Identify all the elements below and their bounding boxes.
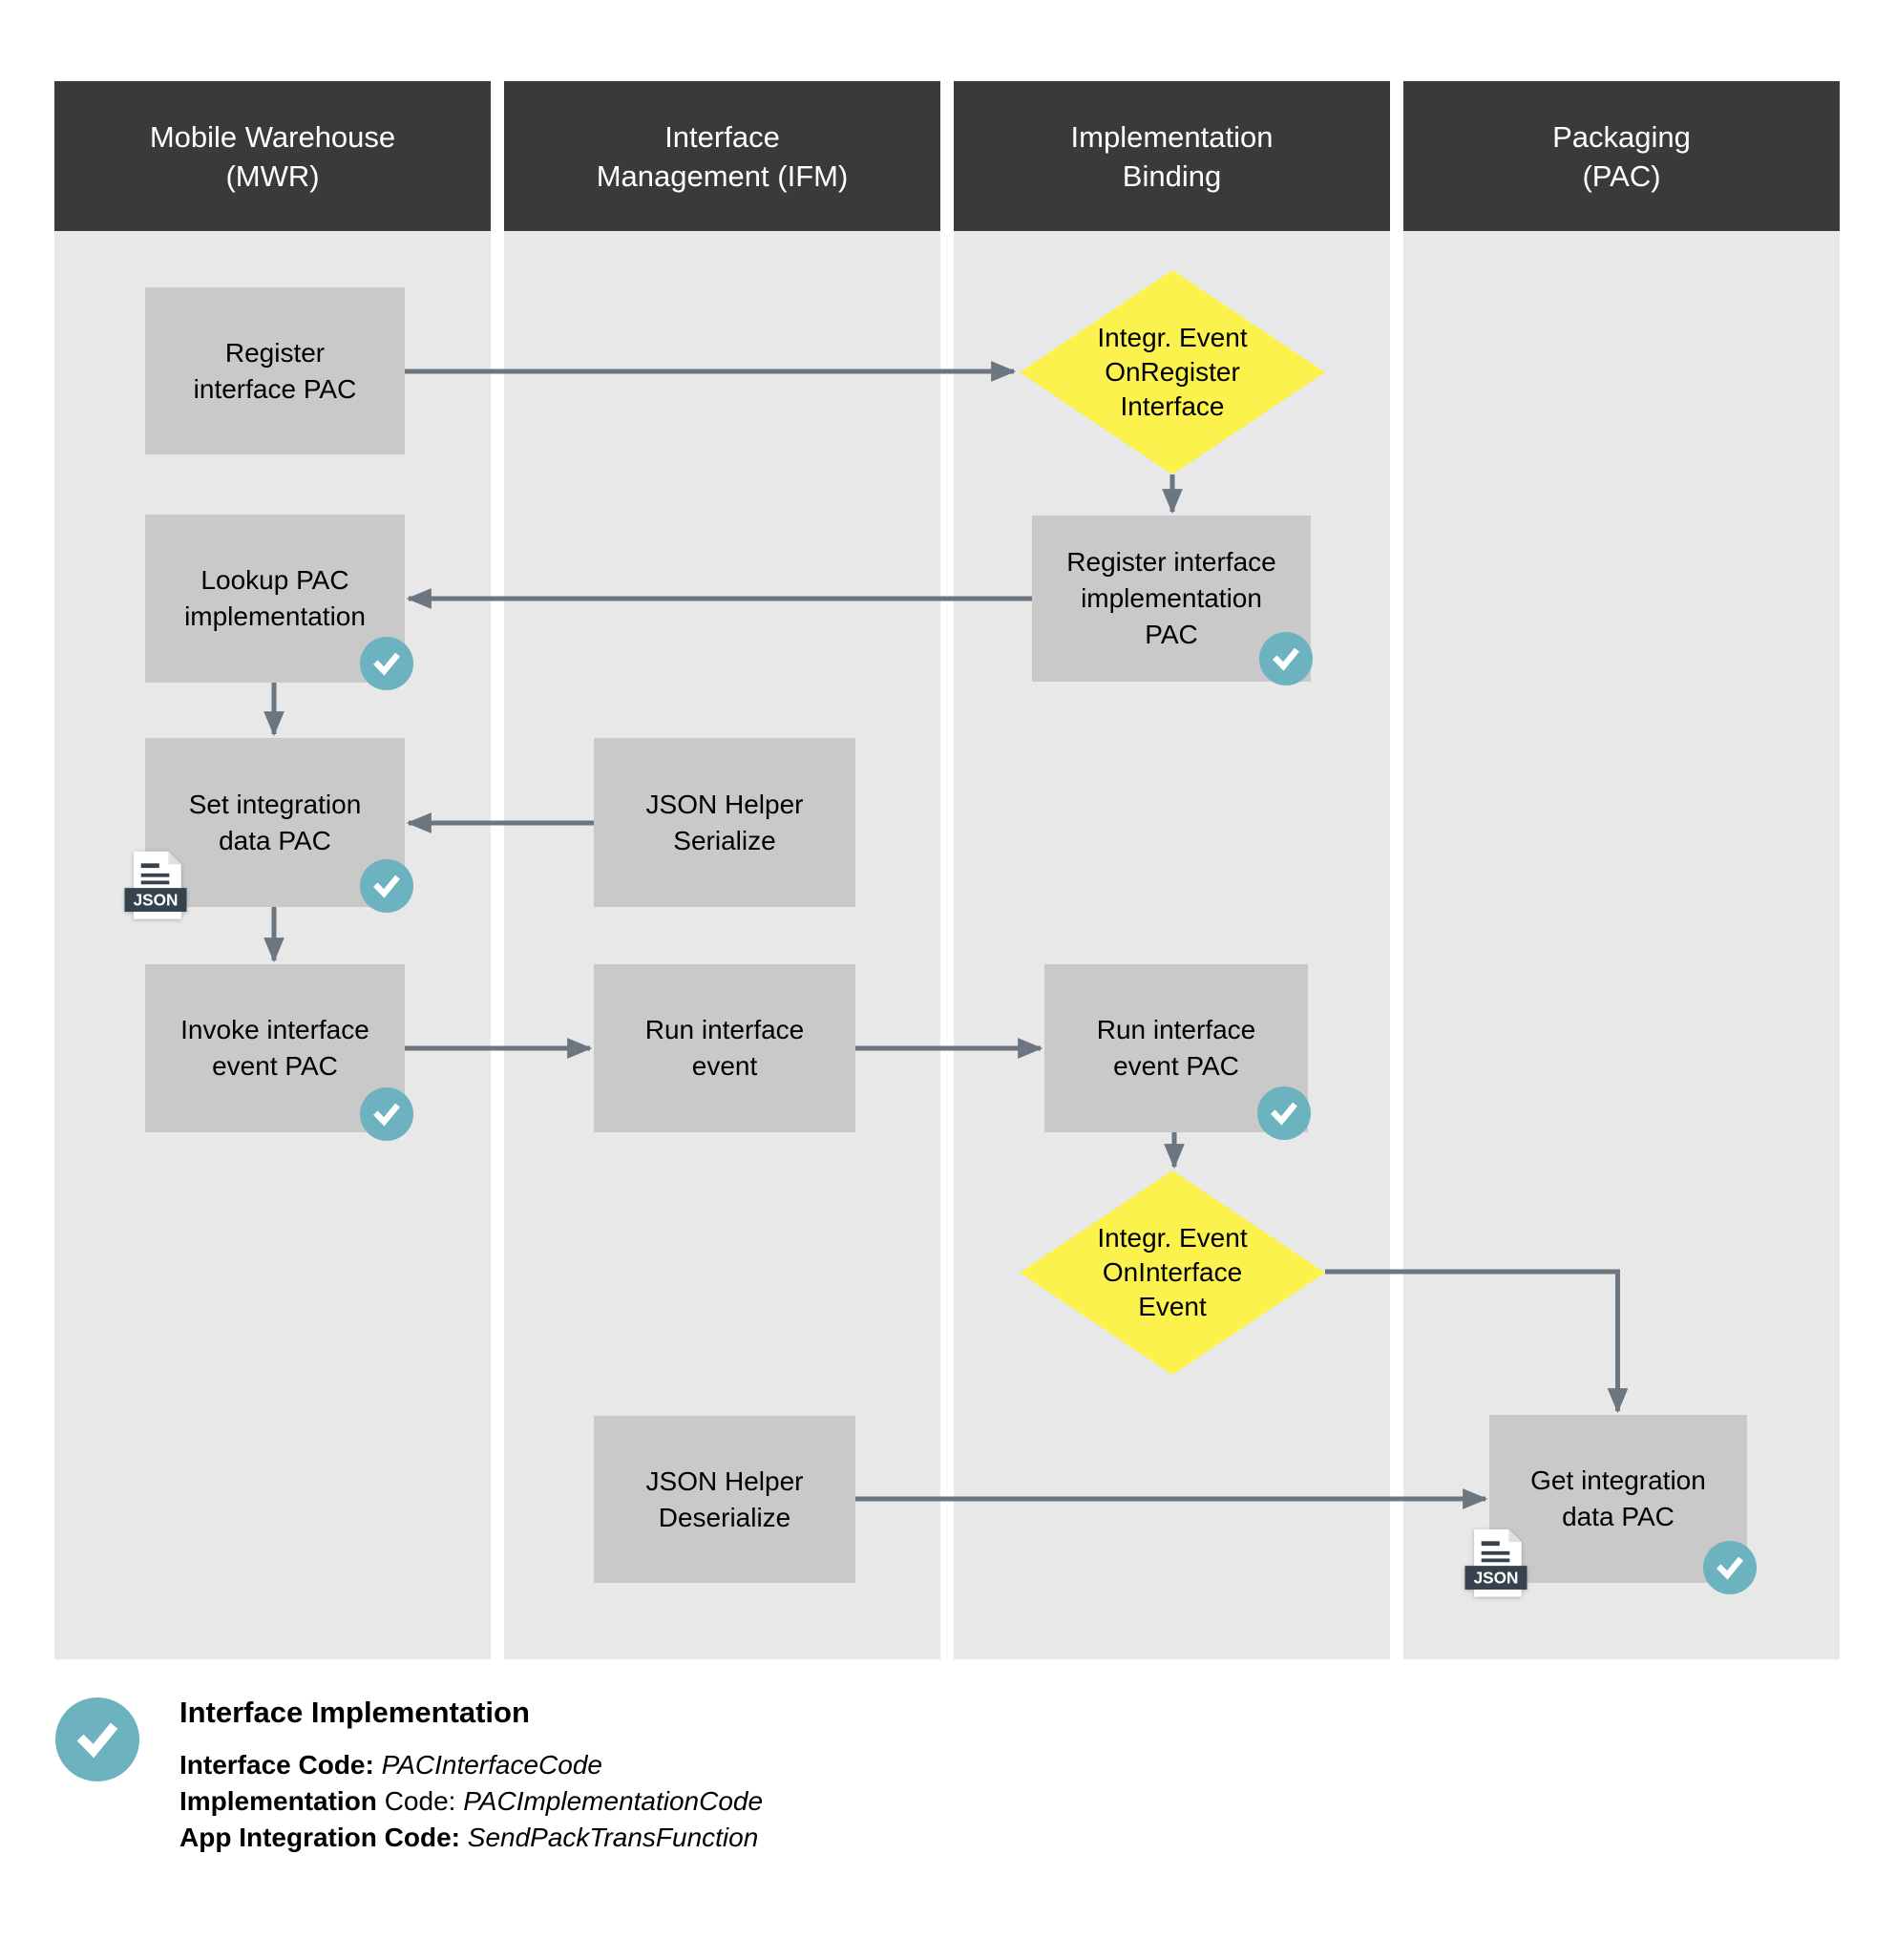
legend-value: PACInterfaceCode — [381, 1750, 602, 1780]
step-label: PAC — [1145, 620, 1198, 649]
step-label: Get integration — [1530, 1465, 1706, 1495]
step-label: Run interface — [1096, 1015, 1256, 1044]
lane-header-ifm: Interface Management (IFM) — [504, 81, 940, 231]
legend-label: Code: — [376, 1786, 464, 1816]
step-label: Serialize — [673, 825, 776, 855]
step-label: Set integration — [188, 789, 362, 819]
json-icon-label: JSON — [1474, 1568, 1519, 1587]
event-label: OnInterface — [1102, 1257, 1243, 1287]
legend-row-app-integration-code: App Integration Code: SendPackTransFunct… — [179, 1820, 763, 1856]
lane-header-line: Mobile Warehouse — [149, 119, 396, 154]
lane-header-line: (MWR) — [225, 158, 320, 193]
step-label: data PAC — [219, 825, 331, 855]
event-label: Event — [1138, 1292, 1207, 1321]
legend-title: Interface Implementation — [179, 1696, 530, 1729]
check-icon — [373, 875, 400, 898]
lane-header-line: Implementation — [1070, 119, 1274, 154]
check-icon — [1271, 1102, 1297, 1126]
step-label: event PAC — [1113, 1051, 1239, 1081]
check-badge — [1257, 1086, 1311, 1140]
step-get-integration-data-pac: Get integration data PAC — [1489, 1415, 1747, 1583]
event-label: Integr. Event — [1097, 1223, 1248, 1253]
step-label: Run interface — [644, 1015, 805, 1044]
step-lookup-pac-implementation: Lookup PAC implementation — [145, 515, 405, 683]
step-label: implementation — [1081, 583, 1262, 613]
event-label: Interface — [1120, 391, 1225, 421]
lane-header-mwr: Mobile Warehouse (MWR) — [54, 81, 491, 231]
step-label: interface PAC — [193, 373, 357, 404]
step-label: data PAC — [1562, 1502, 1675, 1531]
check-badge — [1703, 1541, 1757, 1594]
legend-row-interface-code: Interface Code: PACInterfaceCode — [179, 1747, 763, 1783]
step-label: implementation — [184, 601, 366, 631]
legend-row-implementation-code: Implementation Code: PACImplementationCo… — [179, 1783, 763, 1820]
lane-header-pac: Packaging (PAC) — [1403, 81, 1840, 231]
lane-header-implementation-binding: Implementation Binding — [954, 81, 1390, 231]
step-label: Invoke interface — [180, 1015, 369, 1044]
check-badge — [1259, 632, 1313, 685]
step-label: JSON Helper — [645, 1465, 804, 1496]
check-icon — [373, 1103, 400, 1127]
legend-label: App Integration Code: — [179, 1823, 468, 1852]
lane-header-line: (PAC) — [1582, 158, 1661, 193]
step-run-interface-event: Run interface event — [594, 964, 855, 1132]
check-badge — [360, 637, 413, 690]
legend-check-badge — [55, 1697, 139, 1781]
lane-header-line: Management (IFM) — [596, 158, 849, 193]
step-json-helper-deserialize: JSON Helper Deserialize — [594, 1416, 855, 1583]
event-label: OnRegister — [1105, 357, 1240, 387]
step-label: event PAC — [212, 1051, 338, 1081]
lane-header-line: Interface — [664, 119, 780, 154]
check-icon — [373, 652, 400, 676]
step-label: event — [691, 1051, 758, 1081]
step-label: Register interface — [1066, 547, 1276, 577]
legend-rows: Interface Code: PACInterfaceCode Impleme… — [179, 1747, 763, 1856]
check-badge — [360, 1087, 413, 1141]
legend-value: PACImplementationCode — [463, 1786, 764, 1816]
lane-header-line: Binding — [1122, 158, 1222, 193]
check-badge — [360, 859, 413, 913]
legend-label: Implementation — [179, 1786, 377, 1816]
json-icon-label: JSON — [134, 890, 179, 909]
step-label: Lookup PAC — [200, 565, 349, 595]
check-icon — [1717, 1556, 1743, 1580]
legend-value: SendPackTransFunction — [467, 1823, 759, 1852]
json-file-icon: JSON — [1464, 1528, 1527, 1597]
step-label: JSON Helper — [645, 789, 804, 819]
check-icon — [1273, 647, 1299, 671]
step-label: Deserialize — [658, 1502, 791, 1532]
legend-label: Interface Code: — [179, 1750, 382, 1780]
event-label: Integr. Event — [1097, 323, 1248, 352]
lane-header-line: Packaging — [1552, 119, 1691, 154]
step-register-interface-pac: Register interface PAC — [145, 287, 405, 454]
step-json-helper-serialize: JSON Helper Serialize — [594, 738, 855, 907]
check-icon — [76, 1722, 118, 1759]
json-file-icon: JSON — [124, 851, 187, 919]
step-label: Register — [224, 337, 326, 368]
